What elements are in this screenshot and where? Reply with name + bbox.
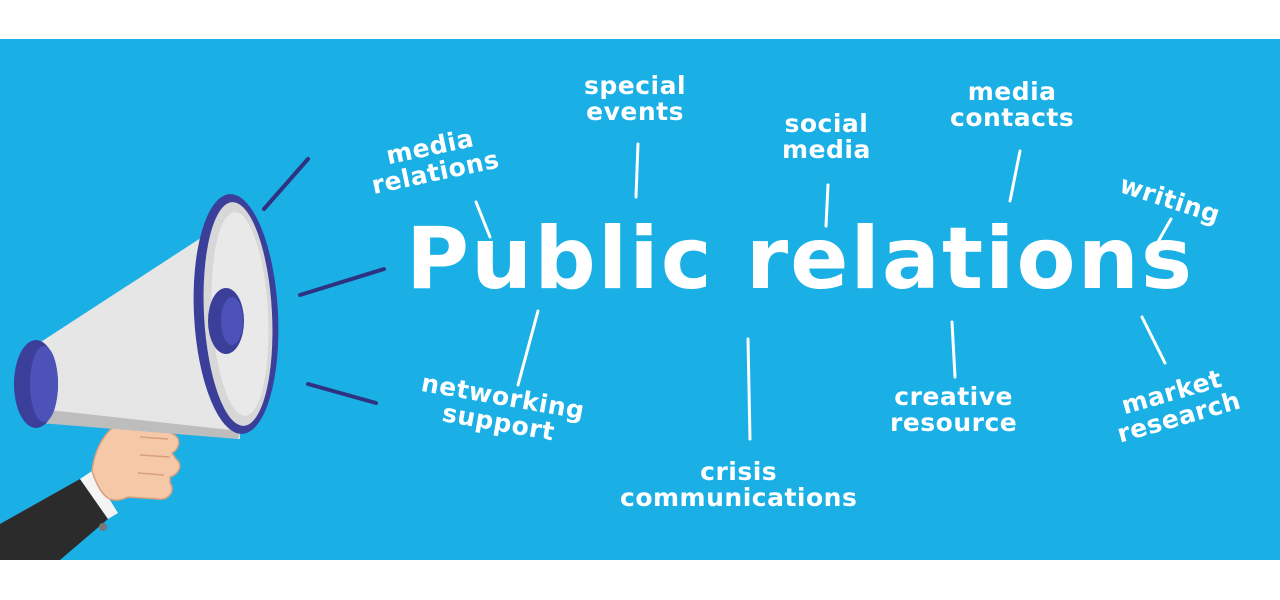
term-creative-resource-line1: creative	[894, 382, 1013, 411]
arm	[0, 471, 118, 560]
term-media-contacts-line1: media	[967, 77, 1057, 106]
term-creative-resource-line2: resource	[890, 408, 1018, 438]
term-media-contacts: media contacts	[950, 77, 1075, 133]
term-special-events-line2: events	[586, 97, 684, 127]
term-social-media: social media	[782, 109, 871, 165]
megaphone-icon	[14, 194, 279, 439]
term-special-events: special events	[584, 71, 687, 127]
sound-lines	[262, 157, 386, 405]
pr-banner: Public relations media relations special…	[0, 39, 1280, 560]
connector-lines	[474, 142, 1173, 441]
banner-illustration	[0, 142, 1173, 560]
term-special-events-line1: special	[584, 71, 687, 100]
term-crisis-communications-line2: communications	[620, 483, 858, 513]
term-media-contacts-line2: contacts	[950, 103, 1075, 133]
term-social-media-line2: media	[782, 135, 871, 165]
term-crisis-communications: crisis communications	[620, 457, 858, 513]
term-creative-resource: creative resource	[890, 382, 1018, 438]
term-crisis-communications-line1: crisis	[700, 457, 778, 486]
term-social-media-line1: social	[784, 109, 869, 138]
title: Public relations	[406, 209, 1195, 309]
